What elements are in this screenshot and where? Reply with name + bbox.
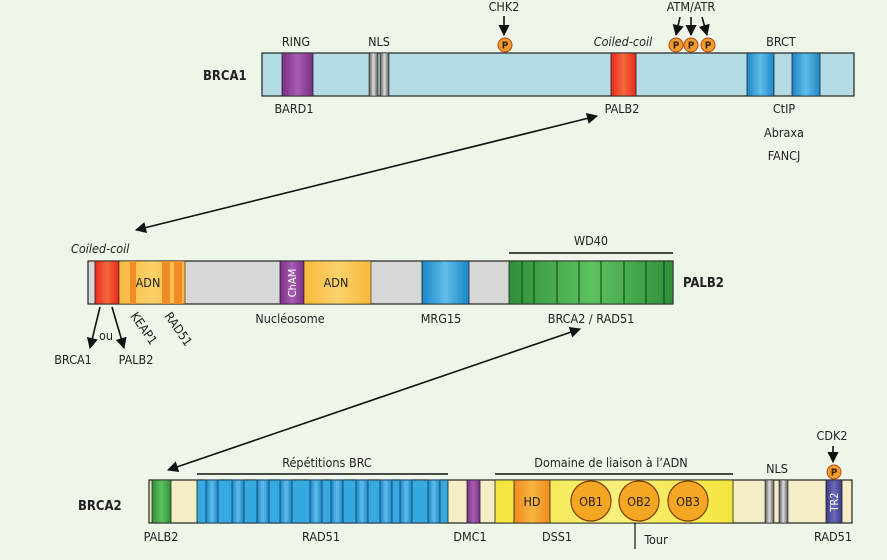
brca2-ob3-label: OB3 xyxy=(676,494,700,509)
palb2-adn2-label: ADN xyxy=(324,275,349,290)
palb2-to-palb2-arrow xyxy=(111,306,127,350)
brca1-nls-block-1 xyxy=(368,52,379,97)
brca1-palb2-interaction-arrow xyxy=(134,112,599,234)
svg-text:P: P xyxy=(502,41,509,52)
brca2-brc-repeats-label: Répétitions BRC xyxy=(282,455,372,470)
brca2-tr2-label: TR2 xyxy=(828,492,841,512)
brca1-fancj-label: FANCJ xyxy=(768,148,801,163)
brca2-ob1-label: OB1 xyxy=(579,494,603,509)
palb2-protein: Coiled-coil WD40 ADN ChAM ADN PALB2 KEAP… xyxy=(54,233,724,367)
palb2-rad51-label: RAD51 xyxy=(162,309,196,349)
palb2-mrg15-label: MRG15 xyxy=(421,311,462,326)
brca1-chk2-label: CHK2 xyxy=(489,0,520,14)
palb2-rad51-motif-1 xyxy=(162,261,170,304)
palb2-name: PALB2 xyxy=(683,276,724,291)
palb2-nucleosome-label: Nucléosome xyxy=(255,311,324,326)
palb2-cham-domain xyxy=(279,260,305,305)
palb2-brca2-interaction-arrow xyxy=(166,326,582,473)
brca1-nls-label: NLS xyxy=(368,34,390,49)
brca2-dna-domain-label: Domaine de liaison à l’ADN xyxy=(534,455,687,470)
brca2-palb2-binding-domain xyxy=(151,479,172,524)
brca2-ob3-fold xyxy=(667,480,709,522)
palb2-coiled-coil-label: Coiled-coil xyxy=(71,241,130,256)
brca2-tr2-domain xyxy=(825,479,843,524)
brca2-ob2-fold xyxy=(618,480,660,522)
palb2-adn1-label: ADN xyxy=(136,275,161,290)
svg-text:P: P xyxy=(688,41,695,52)
palb2-palb2-partner-label: PALB2 xyxy=(119,352,154,367)
brca1-ring-label: RING xyxy=(282,34,310,49)
palb2-coiled-coil-domain xyxy=(94,260,120,305)
brca2-ob1-fold xyxy=(570,480,612,522)
palb2-brca1-partner-label: BRCA1 xyxy=(54,352,92,367)
brca2-hd-label: HD xyxy=(523,494,540,509)
brca1-coiled-coil-domain xyxy=(610,52,637,97)
brca1-protein: BRCA1 RING NLS CHK2 ATM/ATR Coiled-coil … xyxy=(203,0,855,163)
brca1-abraxa-label: Abraxa xyxy=(764,125,804,140)
brca1-brct-domain-1 xyxy=(746,52,775,97)
brca2-dmc1-label: DMC1 xyxy=(453,529,486,544)
palb2-rad51-motif-2 xyxy=(174,261,182,304)
brca1-brct-label: BRCT xyxy=(766,34,796,49)
brca1-atm-phospho-icon-2: P xyxy=(683,37,699,53)
palb2-dna-binding-domain-2 xyxy=(303,260,372,305)
brca2-cdk2-phospho-icon: P xyxy=(826,464,842,480)
brca1-ctip-label: CtIP xyxy=(773,101,796,116)
brca2-protein: Répétitions BRC Domaine de liaison à l’A… xyxy=(78,428,853,549)
brca1-name: BRCA1 xyxy=(203,69,247,84)
brca1-brct-domain-2 xyxy=(791,52,821,97)
brca1-ring-domain xyxy=(281,52,314,97)
brca1-atm-phospho-icon-1: P xyxy=(668,37,684,53)
palb2-ou-label: ou xyxy=(99,328,113,343)
brca2-name: BRCA2 xyxy=(78,499,122,514)
palb2-keap1-label: KEAP1 xyxy=(128,309,161,347)
palb2-keap1-motif xyxy=(130,261,136,304)
brca1-coiled-coil-label: Coiled-coil xyxy=(594,34,653,49)
palb2-to-brca1-arrow xyxy=(86,306,101,350)
brca2-nls-block-2 xyxy=(778,479,789,524)
brca2-brc-repeats xyxy=(205,479,441,524)
palb2-cham-label: ChAM xyxy=(286,269,299,298)
brca1-palb2-label: PALB2 xyxy=(605,101,640,116)
svg-text:P: P xyxy=(705,41,712,52)
brca2-palb2-label: PALB2 xyxy=(144,529,179,544)
brca1-atm-arrow-3 xyxy=(698,16,710,37)
palb2-mrg15-domain xyxy=(421,260,470,305)
svg-text:P: P xyxy=(673,41,680,52)
brca2-cdk2-label: CDK2 xyxy=(816,428,847,443)
brca1-atm-arrow-1 xyxy=(672,16,684,37)
palb2-brca2-rad51-label: BRCA2 / RAD51 xyxy=(548,311,635,326)
brca1-atm-phospho-icon-3: P xyxy=(700,37,716,53)
brca2-ob2-label: OB2 xyxy=(627,494,651,509)
brca2-hd-domain xyxy=(513,479,551,524)
brca2-tour-label: Tour xyxy=(643,532,668,547)
brca2-rad51-label: RAD51 xyxy=(302,529,340,544)
svg-text:P: P xyxy=(831,468,838,479)
brca1-bard1-label: BARD1 xyxy=(274,101,313,116)
brca2-dss1-label: DSS1 xyxy=(542,529,572,544)
brca2-dmc1-domain xyxy=(466,479,481,524)
brca2-nls-label: NLS xyxy=(766,461,788,476)
brca1-chk2-phospho-icon: P xyxy=(497,37,513,53)
brca2-nls-block-1 xyxy=(764,479,775,524)
brca1-nls-block-2 xyxy=(379,52,390,97)
palb2-wd40-label: WD40 xyxy=(574,233,608,248)
brca2-rad51-right-label: RAD51 xyxy=(814,529,852,544)
palb2-wd40-blades xyxy=(521,261,665,304)
brca1-atm-atr-label: ATM/ATR xyxy=(667,0,716,14)
